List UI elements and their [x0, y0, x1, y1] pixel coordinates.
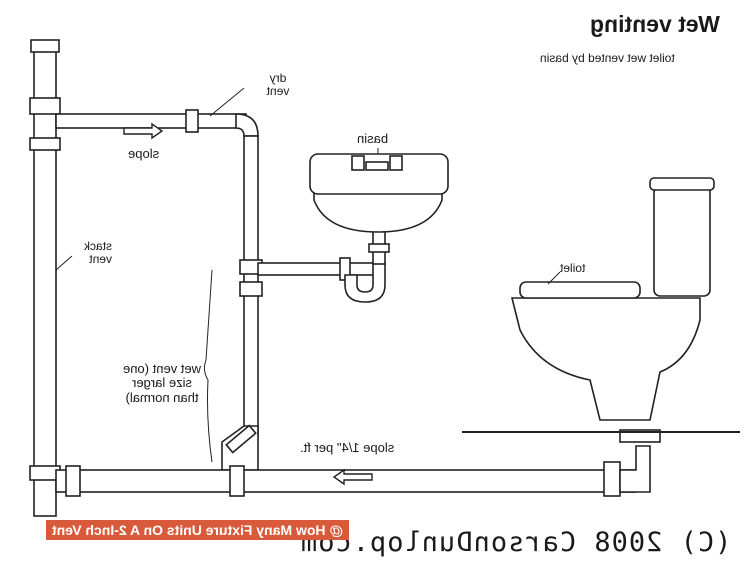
diagram-title: Wet venting: [590, 11, 720, 37]
label-toilet: toilet: [560, 261, 586, 275]
label-dry-vent-text: dry vent: [266, 71, 290, 99]
drain-coupling-mid: [229, 465, 245, 497]
toilet-tank-lid: [649, 177, 715, 191]
stack-fitting-top: [29, 97, 61, 115]
wet-vent-bracket: [203, 269, 213, 463]
label-slope-bottom-text: slope 1/4" per ft.: [300, 440, 395, 455]
copyright-notice: (C) 2008 CarsonDunlop.com: [300, 527, 732, 558]
toilet-drain-elbow: [619, 445, 651, 493]
label-slope-top-text: slope: [128, 146, 160, 161]
drain-coupling-left: [65, 465, 81, 497]
dry-vent-coupling: [185, 109, 199, 133]
tailpiece-nut: [368, 243, 390, 253]
diagram-subtitle-text: toilet wet vented by basin: [540, 51, 675, 65]
label-stack-vent-text: stack vent: [83, 239, 112, 267]
caption-text: @ How Many Fixture Units On A 2-Inch Ven…: [52, 522, 344, 538]
wye-collar: [225, 424, 257, 454]
label-stack-vent: stack vent: [72, 239, 112, 267]
stack-vent-pipe: [33, 45, 57, 517]
label-basin-text: basin: [357, 131, 389, 146]
label-basin: basin: [357, 131, 389, 146]
faucet-right: [389, 155, 403, 171]
label-slope-bottom: slope 1/4" per ft.: [300, 440, 395, 455]
label-toilet-text: toilet: [560, 261, 586, 275]
dry-vent-elbow: [235, 113, 259, 137]
caption-bar: @ How Many Fixture Units On A 2-Inch Ven…: [46, 520, 350, 540]
toilet-tank: [653, 185, 711, 297]
dry-vent-leader: [209, 87, 245, 117]
toilet-leader: [547, 271, 561, 285]
stack-top-cap: [30, 39, 60, 53]
slope-arrow-bottom: [332, 468, 373, 486]
label-wet-vent: wet vent (one size larger than normal): [122, 361, 202, 405]
basin-rim: [309, 153, 449, 195]
faucet-spout: [365, 161, 389, 171]
label-dry-vent: dry vent: [258, 71, 298, 99]
diagram-subtitle: toilet wet vented by basin: [540, 51, 675, 65]
drain-coupling-right: [603, 461, 621, 497]
basin-trap-arm: [257, 262, 379, 276]
dry-vent-horizontal: [55, 113, 247, 129]
stack-vent-leader: [55, 255, 73, 271]
toilet-seat: [519, 281, 641, 299]
faucet-left: [351, 155, 365, 171]
wet-vent-fitting-lower: [239, 281, 263, 297]
slope-arrow-top: [123, 122, 164, 140]
label-wet-vent-text: wet vent (one size larger than normal): [122, 361, 202, 405]
toilet-bowl: [510, 297, 701, 421]
diagram-title-text: Wet venting: [590, 11, 720, 37]
stack-fitting-mid: [29, 137, 61, 151]
label-slope-top: slope: [128, 146, 160, 161]
copyright-text: (C) 2008 CarsonDunlop.com: [300, 527, 732, 558]
